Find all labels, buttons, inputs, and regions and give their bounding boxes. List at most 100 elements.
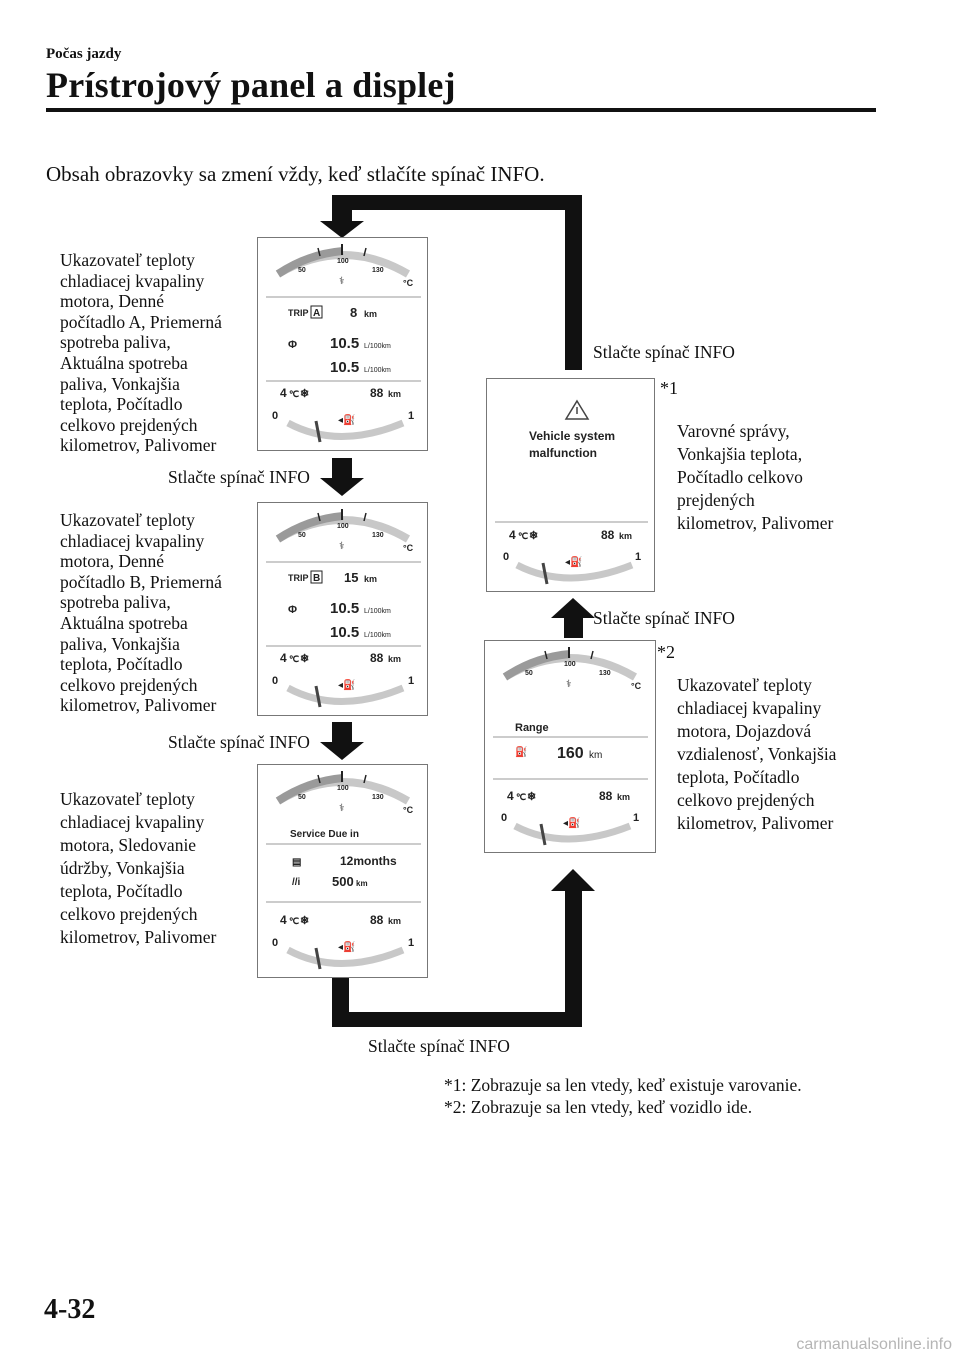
intro-text: Obsah obrazovky sa zmení vždy, keď stlač…: [46, 162, 545, 186]
svg-text:88: 88: [601, 528, 615, 542]
fuel-pump-icon: ◂⛽: [338, 413, 355, 426]
display-warning: Vehicle system malfunction 4 ℃ ❄ 88 km 0…: [486, 378, 655, 592]
temp-gauge: 100 50 130 °C ⚕: [275, 244, 414, 288]
svg-text:8: 8: [350, 305, 357, 320]
svg-text:100: 100: [564, 661, 576, 668]
svg-text:130: 130: [372, 267, 384, 274]
svg-text:4: 4: [280, 913, 287, 927]
coolant-icon: ⚕: [566, 679, 571, 690]
svg-text:100: 100: [337, 785, 349, 792]
svg-text:A: A: [313, 308, 320, 319]
svg-text:130: 130: [599, 670, 611, 677]
footnotes: *1: Zobrazuje sa len vtedy, keď existuje…: [444, 1074, 802, 1118]
svg-text:160: 160: [557, 745, 584, 762]
svg-text:km: km: [388, 654, 401, 664]
press-info-label: Stlačte spínač INFO: [593, 608, 735, 628]
svg-text:km: km: [388, 389, 401, 399]
svg-text:TRIP: TRIP: [288, 308, 309, 318]
footnote-1: *1: Zobrazuje sa len vtedy, keď existuje…: [444, 1075, 802, 1095]
svg-text:L/100km: L/100km: [364, 367, 391, 374]
svg-text:℃: ℃: [516, 792, 526, 802]
watermark[interactable]: carmanualsonline.info: [796, 1336, 952, 1353]
svg-text:88: 88: [599, 789, 613, 803]
svg-text:50: 50: [298, 794, 306, 801]
svg-text:Vehicle system: Vehicle system: [529, 429, 615, 443]
coolant-icon: ⚕: [339, 803, 344, 814]
fuel-pump-icon: ◂⛽: [565, 555, 582, 568]
svg-text:°C: °C: [403, 278, 414, 288]
avg-icon: Φ: [288, 339, 297, 351]
svg-text:100: 100: [337, 258, 349, 265]
display-service: 100 50 130 °C ⚕ Service Due in ▤ 12month…: [257, 764, 428, 978]
svg-text:88: 88: [370, 913, 384, 927]
svg-text:km: km: [589, 750, 602, 761]
press-info-label: Stlačte spínač INFO: [593, 342, 735, 362]
fuel-pump-icon: ⛽: [515, 745, 527, 758]
svg-text:°C: °C: [631, 681, 642, 691]
svg-text:TRIP: TRIP: [288, 573, 309, 583]
svg-text:L/100km: L/100km: [364, 632, 391, 639]
svg-text:10.5: 10.5: [330, 359, 359, 376]
svg-text:0: 0: [272, 937, 278, 949]
footnote-2: *2: Zobrazuje sa len vtedy, keď vozidlo …: [444, 1097, 753, 1117]
svg-text:0: 0: [503, 551, 509, 563]
svg-text:130: 130: [372, 532, 384, 539]
calendar-icon: ▤: [292, 857, 301, 868]
svg-text:L/100km: L/100km: [364, 608, 391, 615]
snowflake-icon: ❄: [529, 530, 538, 542]
svg-text:km: km: [388, 916, 401, 926]
svg-text:1: 1: [635, 551, 641, 563]
fuel-pump-icon: ◂⛽: [563, 816, 580, 829]
svg-text:km: km: [364, 574, 377, 584]
avg-icon: Φ: [288, 604, 297, 616]
snowflake-icon: ❄: [300, 388, 309, 400]
svg-text:℃: ℃: [289, 654, 299, 664]
svg-text:Service Due in: Service Due in: [290, 829, 359, 840]
svg-text:500: 500: [332, 874, 354, 889]
svg-text:℃: ℃: [518, 531, 528, 541]
svg-text:°C: °C: [403, 543, 414, 553]
footnote-marker-2: *2: [657, 642, 675, 662]
svg-text:km: km: [356, 879, 368, 888]
warning-description: Varovné správy,Vonkajšia teplota, Počíta…: [677, 421, 834, 533]
svg-text:50: 50: [298, 532, 306, 539]
svg-text:50: 50: [525, 670, 533, 677]
svg-text:malfunction: malfunction: [529, 446, 597, 460]
snowflake-icon: ❄: [300, 915, 309, 927]
page-title: Prístrojový panel a displej: [46, 65, 456, 105]
svg-text:0: 0: [272, 675, 278, 687]
page-number: 4-32: [44, 1294, 96, 1325]
section-label: Počas jazdy: [46, 46, 122, 62]
svg-text:1: 1: [408, 410, 414, 422]
svg-text:km: km: [617, 792, 630, 802]
svg-text:12months: 12months: [340, 854, 397, 868]
svg-text:℃: ℃: [289, 916, 299, 926]
snowflake-icon: ❄: [300, 653, 309, 665]
svg-text:°C: °C: [403, 805, 414, 815]
svg-text:1: 1: [408, 675, 414, 687]
press-info-label: Stlačte spínač INFO: [168, 732, 310, 752]
fuel-pump-icon: ◂⛽: [338, 678, 355, 691]
display-trip-b: 100 50 130 °C ⚕ TRIP B 15 km Φ 10.5 L/10…: [257, 502, 428, 716]
display-range: 100 50 130 °C ⚕ Range ⛽ 160 km 4 ℃ ❄ 88 …: [484, 640, 656, 853]
press-info-label: Stlačte spínač INFO: [368, 1036, 510, 1056]
coolant-icon: ⚕: [339, 541, 344, 552]
svg-text:10.5: 10.5: [330, 624, 359, 641]
fuel-pump-icon: ◂⛽: [338, 940, 355, 953]
svg-text:km: km: [364, 309, 377, 319]
svg-text:15: 15: [344, 570, 358, 585]
coolant-icon: ⚕: [339, 276, 344, 287]
svg-text:88: 88: [370, 651, 384, 665]
svg-text:4: 4: [509, 528, 516, 542]
svg-text:B: B: [313, 573, 320, 584]
svg-text:km: km: [619, 531, 632, 541]
snowflake-icon: ❄: [527, 791, 536, 803]
svg-text:0: 0: [501, 812, 507, 824]
display-trip-a: 100 50 130 °C ⚕ TRIP A 8 km Φ 10.5 L/100…: [257, 237, 428, 451]
svg-text:0: 0: [272, 410, 278, 422]
